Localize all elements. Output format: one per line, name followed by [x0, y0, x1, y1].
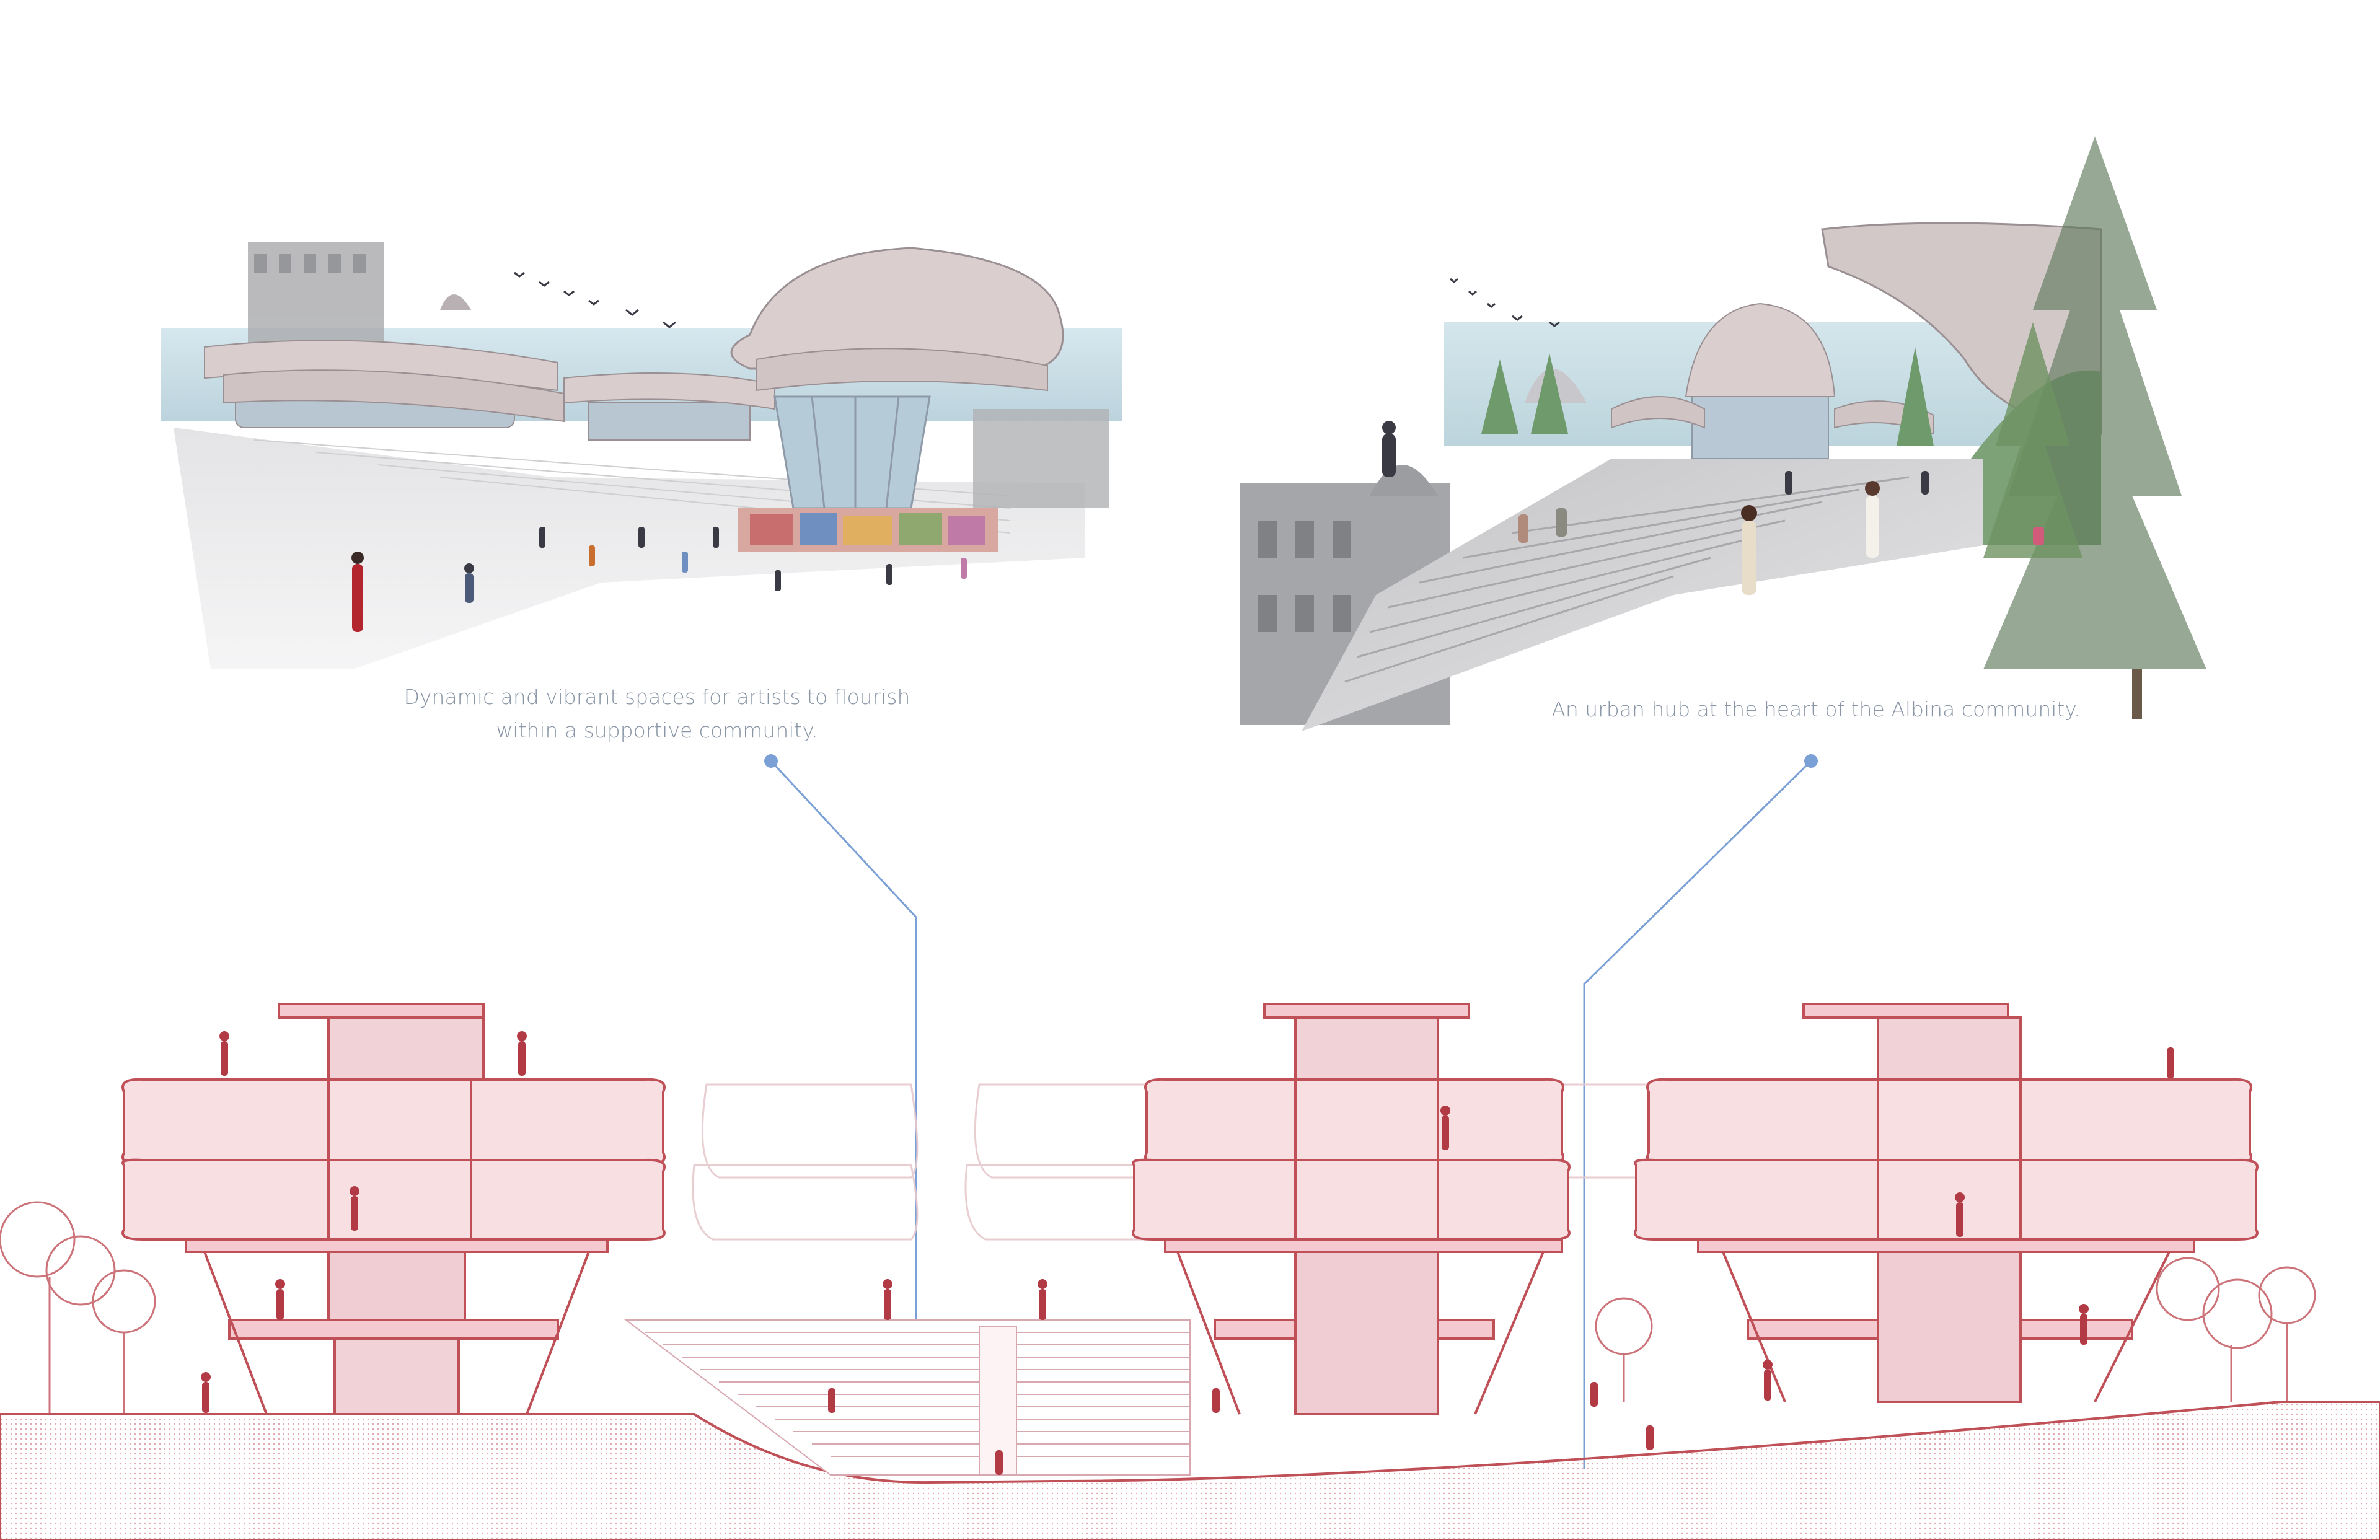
historic-building	[248, 242, 384, 353]
ground-section	[0, 1401, 2380, 1540]
tree-icon	[1481, 136, 2206, 719]
birds-icon	[514, 271, 676, 328]
tree-icon	[0, 1201, 2316, 1414]
caption-artists-spaces: Dynamic and vibrant spaces for artists t…	[403, 685, 910, 742]
pavilion-middle	[563, 372, 775, 441]
mural-wall	[738, 508, 998, 552]
callout-right	[1583, 760, 1812, 1469]
pavilion-left	[204, 294, 565, 428]
grand-stairs	[1302, 459, 1983, 731]
rendering-right-hub	[1240, 136, 2206, 731]
pavilion-tower	[730, 247, 1064, 509]
pavilion-section-2	[1132, 1003, 1571, 1415]
stair-people	[1382, 421, 2044, 595]
rendering-left-plaza	[161, 242, 1122, 669]
person-silhouette-icon	[201, 1031, 2174, 1475]
plaza-people	[351, 527, 967, 632]
pavilion-section-1	[121, 1003, 666, 1415]
pavilion-section-3	[1634, 1003, 2259, 1403]
dot-marker-icon	[1804, 754, 1818, 768]
callout-left	[770, 760, 917, 1475]
historic-building-right	[973, 409, 1109, 508]
birds-icon	[1450, 278, 1560, 327]
dot-marker-icon	[764, 754, 778, 768]
stair-steps	[1344, 476, 1910, 683]
amphitheater-steps	[624, 1319, 1191, 1476]
caption-urban-hub: An urban hub at the heart of the Albina …	[1551, 697, 2081, 721]
